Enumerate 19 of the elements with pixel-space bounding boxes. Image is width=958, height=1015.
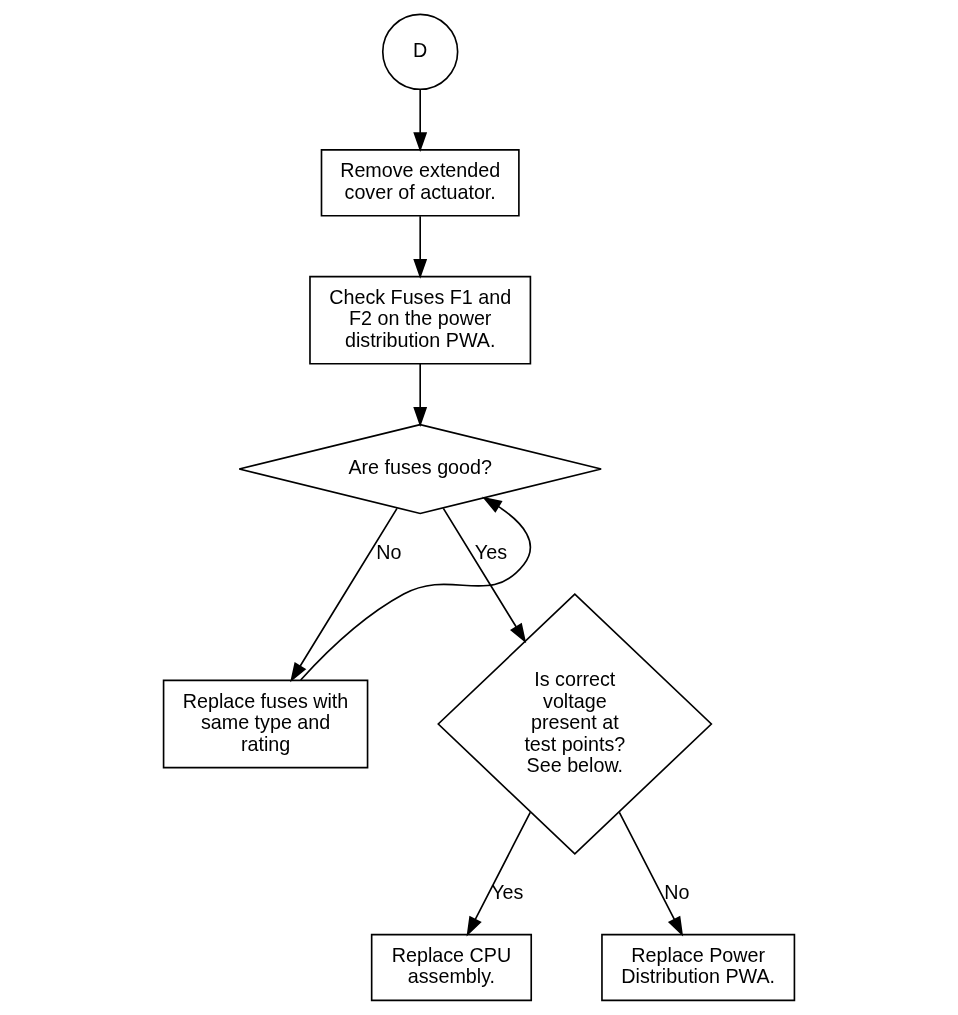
edge-label: Yes	[474, 540, 508, 563]
arrow	[618, 811, 684, 937]
node-circle: D	[381, 13, 459, 91]
edge-label: No	[376, 540, 402, 563]
node-box: Replace fuses with same type and rating	[162, 679, 369, 769]
node-diamond: Is correct voltage present at test points? See below.	[437, 592, 713, 856]
node-box: Remove extended cover of actuator.	[320, 149, 520, 217]
arrow	[413, 88, 428, 153]
arrow	[299, 496, 532, 681]
arrow	[442, 507, 527, 644]
edge-label: No	[664, 881, 690, 904]
arrow	[413, 215, 428, 279]
arrow	[290, 507, 398, 683]
arrow	[466, 811, 532, 937]
node-box: Replace CPU assembly.	[370, 933, 533, 1002]
edge-label: Yes	[491, 881, 524, 904]
node-box: Check Fuses F1 and F2 on the power distribution PWA.	[309, 275, 532, 365]
node-box: Replace Power Distribution PWA.	[601, 933, 796, 1002]
arrow	[413, 363, 428, 427]
